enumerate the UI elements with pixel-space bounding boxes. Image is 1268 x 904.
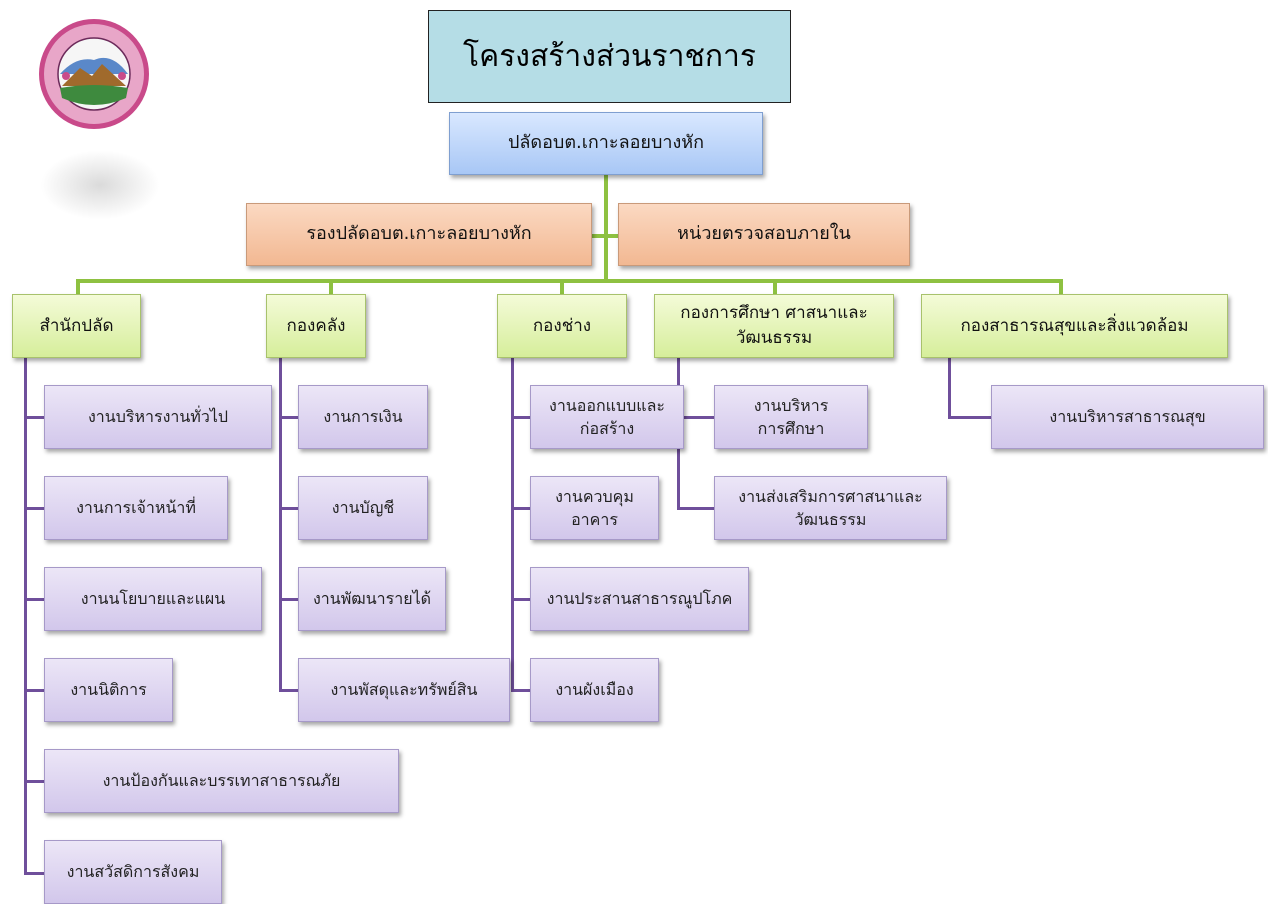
connector-line [76, 279, 1063, 283]
unit-label-line2: การศึกษา [757, 419, 825, 438]
logo-shadow [40, 150, 160, 220]
connector-line [24, 507, 44, 510]
unit-label: งานการเจ้าหน้าที่ [76, 498, 196, 518]
connector-line [773, 279, 777, 295]
unit-box: งานประสานสาธารณูปโภค [530, 567, 749, 631]
unit-box: งานนิติการ [44, 658, 173, 722]
unit-box: งานบริหารงานทั่วไป [44, 385, 272, 449]
connector-line [592, 234, 618, 238]
connector-line [329, 279, 333, 295]
unit-box: งานป้องกันและบรรเทาสาธารณภัย [44, 749, 399, 813]
organization-logo [39, 19, 149, 129]
unit-label: งานสวัสดิการสังคม [66, 862, 200, 882]
unit-label-line2: ก่อสร้าง [579, 419, 635, 438]
connector-line [604, 175, 608, 279]
connector-line [1059, 279, 1063, 295]
connector-line [511, 507, 531, 510]
connector-line [948, 358, 951, 419]
unit-box: งานนโยบายและแผน [44, 567, 262, 631]
connector-line [24, 872, 44, 875]
page-title-text: โครงสร้างส่วนราชการ [463, 38, 756, 74]
unit-label-line2: อาคาร [571, 510, 618, 529]
division-education-label-line1: กองการศึกษา ศาสนาและ [680, 303, 868, 324]
connector-line [279, 689, 299, 692]
connector-line [24, 416, 44, 419]
unit-box: งานควบคุม อาคาร [530, 476, 659, 540]
unit-box: งานบริหารสาธารณสุข [991, 385, 1264, 449]
unit-box: งานผังเมือง [530, 658, 659, 722]
connector-line [24, 598, 44, 601]
internal-audit-box: หน่วยตรวจสอบภายใน [618, 203, 910, 266]
division-office-label: สำนักปลัด [39, 315, 114, 336]
unit-label: งานผังเมือง [555, 680, 634, 700]
deputy-box: รองปลัดอบต.เกาะลอยบางหัก [246, 203, 592, 266]
unit-box: งานการเงิน [298, 385, 428, 449]
unit-label: งานการเงิน [323, 407, 403, 427]
unit-box: งานพัฒนารายได้ [298, 567, 446, 631]
chief-administrator-label: ปลัดอบต.เกาะลอยบางหัก [507, 132, 705, 154]
unit-box: งานออกแบบและ ก่อสร้าง [530, 385, 684, 449]
connector-line [24, 358, 27, 875]
chief-administrator-box: ปลัดอบต.เกาะลอยบางหัก [449, 112, 763, 175]
unit-label-line1: งานควบคุม [555, 486, 634, 506]
connector-line [279, 507, 299, 510]
connector-line [560, 279, 564, 295]
division-health-label: กองสาธารณสุขและสิ่งแวดล้อม [960, 315, 1189, 336]
connector-line [279, 358, 282, 692]
unit-box: งานส่งเสริมการศาสนาและ วัฒนธรรม [714, 476, 947, 540]
unit-box: งานสวัสดิการสังคม [44, 840, 222, 904]
unit-label: งานนโยบายและแผน [80, 589, 226, 609]
unit-label: งานประสานสาธารณูปโภค [546, 589, 733, 609]
division-engineering: กองช่าง [497, 294, 627, 358]
unit-box: งานบัญชี [298, 476, 428, 540]
division-finance: กองคลัง [266, 294, 366, 358]
deputy-label: รองปลัดอบต.เกาะลอยบางหัก [306, 223, 532, 245]
unit-box: งานบริหาร การศึกษา [714, 385, 868, 449]
division-education-label-line2: วัฒนธรรม [735, 328, 813, 348]
connector-line [677, 507, 715, 510]
division-education: กองการศึกษา ศาสนาและ วัฒนธรรม [654, 294, 894, 358]
connector-line [279, 598, 299, 601]
unit-label-line1: งานออกแบบและ [549, 395, 665, 415]
connector-line [511, 416, 531, 419]
connector-line [948, 416, 992, 419]
connector-line [24, 689, 44, 692]
division-office: สำนักปลัด [12, 294, 141, 358]
division-finance-label: กองคลัง [286, 315, 346, 336]
connector-line [677, 416, 715, 419]
unit-label: งานนิติการ [70, 680, 147, 700]
unit-label-line2: วัฒนธรรม [794, 510, 867, 529]
unit-label: งานป้องกันและบรรเทาสาธารณภัย [102, 771, 341, 791]
connector-line [511, 689, 531, 692]
connector-line [76, 279, 80, 295]
unit-label: งานพัสดุและทรัพย์สิน [330, 680, 478, 700]
division-engineering-label: กองช่าง [532, 315, 592, 336]
connector-line [511, 598, 531, 601]
unit-label-line1: งานส่งเสริมการศาสนาและ [738, 486, 923, 506]
unit-label: งานบริหารงานทั่วไป [87, 407, 229, 427]
unit-label: งานบริหารสาธารณสุข [1049, 407, 1206, 427]
unit-label: งานบัญชี [331, 498, 395, 518]
unit-label-line1: งานบริหาร [753, 395, 829, 415]
division-health: กองสาธารณสุขและสิ่งแวดล้อม [921, 294, 1228, 358]
connector-line [279, 416, 299, 419]
internal-audit-label: หน่วยตรวจสอบภายใน [677, 223, 851, 245]
connector-line [24, 780, 44, 783]
unit-label: งานพัฒนารายได้ [312, 589, 432, 609]
page-title: โครงสร้างส่วนราชการ [428, 10, 791, 103]
unit-box: งานพัสดุและทรัพย์สิน [298, 658, 510, 722]
unit-box: งานการเจ้าหน้าที่ [44, 476, 228, 540]
connector-line [511, 358, 514, 692]
